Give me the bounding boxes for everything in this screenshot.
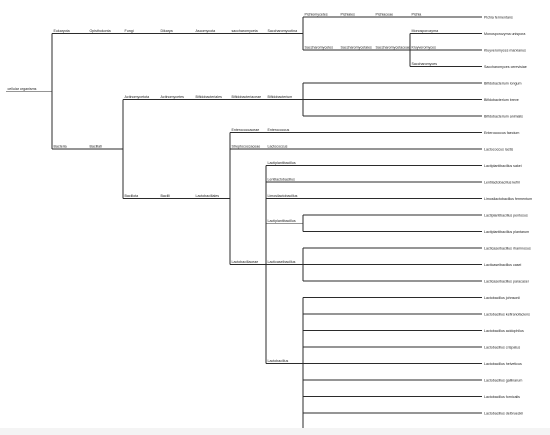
- leaf-label-lactiplantibacillus-sakei: Lactiplantibacillus sakei: [484, 164, 522, 168]
- node-label-saccharomyceta: saccharomyceta: [232, 29, 258, 33]
- leaf-label-saccharomyces-cerevisiae: Saccharomyces cerevisiae: [484, 65, 527, 69]
- leaf-label-lactobacillus-fornicalis: Lactobacillus fornicalis: [484, 395, 520, 399]
- leaf-label-lacticaseibacillus-casei: Lacticaseibacillus casei: [484, 263, 522, 267]
- node-label-limosilactobacillus: Limosilactobacillus: [268, 194, 298, 198]
- node-label-bacteria: Bacteria: [54, 145, 67, 149]
- node-label-lactococcus: Lactococcus: [268, 145, 288, 149]
- node-label-lacticaseibacillus: Lacticaseibacillus: [268, 260, 296, 264]
- node-label-lentilactobacillus: Lentilactobacillus: [268, 178, 296, 182]
- node-label-saccharomycetaceae: Saccharomycetaceae: [376, 46, 411, 50]
- node-label-monosporozyma: Monosporozyma: [412, 29, 439, 33]
- leaf-label-lactobacillus-crispatus: Lactobacillus crispatus: [484, 345, 520, 349]
- footer-bar: [0, 428, 550, 435]
- leaf-label-bifidobacterium-breve: Bifidobacterium breve: [484, 98, 519, 102]
- node-label-bacillota: Bacillota: [125, 194, 139, 198]
- node-label-pichia: Pichia: [412, 13, 422, 17]
- node-label-lactobacillales: Lactobacillales: [196, 194, 220, 198]
- node-label-lactobacillaceae: Lactobacillaceae: [232, 260, 259, 264]
- node-label-enterococcus: Enterococcus: [268, 128, 290, 132]
- node-label-pichiales: Pichiales: [341, 13, 356, 17]
- node-label-saccharomycetales: Saccharomycetales: [341, 46, 373, 50]
- leaf-label-lactiplantibacillus-plantarum: Lactiplantibacillus plantarum: [484, 230, 529, 234]
- node-label-bacillati: Bacillati: [90, 145, 103, 149]
- node-label-lactiplantibacillus: Lactiplantibacillus: [268, 219, 296, 223]
- leaf-label-lacticaseibacillus-rhamnosus: Lacticaseibacillus rhamnosus: [484, 246, 531, 250]
- leaf-label-bifidobacterium-animalis: Bifidobacterium animalis: [484, 114, 523, 118]
- leaf-label-bifidobacterium-longum: Bifidobacterium longum: [484, 81, 522, 85]
- node-label-lactiplantibacillus: Lactiplantibacillus: [268, 161, 296, 165]
- leaf-label-lactobacillus-gallinarum: Lactobacillus gallinarum: [484, 378, 522, 382]
- node-label-eukaryota: Eukaryota: [54, 29, 70, 33]
- node-label-streptococcaceae: Streptococcaceae: [232, 145, 261, 149]
- node-label-bifidobacteriaceae: Bifidobacteriaceae: [232, 95, 262, 99]
- node-label-enterococcaceae: Enterococcaceae: [232, 128, 260, 132]
- node-label-actinomycetes: Actinomycetes: [161, 95, 185, 99]
- leaf-label-lentilactobacillus-kefiri: Lentilactobacillus kefiri: [484, 180, 520, 184]
- node-label-bifidobacteriales: Bifidobacteriales: [196, 95, 223, 99]
- leaf-label-enterococcus-faecium: Enterococcus faecium: [484, 131, 519, 135]
- leaf-label-lactococcus-lactis: Lactococcus lactis: [484, 147, 513, 151]
- node-label-bacilli: Bacilli: [161, 194, 171, 198]
- leaf-label-limosilactobacillus-fermentum: Limosilactobacillus fermentum: [484, 197, 532, 201]
- node-label-pichiaceae: Pichiaceae: [376, 13, 394, 17]
- node-label-bifidobacterium: Bifidobacterium: [268, 95, 293, 99]
- node-label-saccharomycotina: Saccharomycotina: [268, 29, 298, 33]
- leaf-label-lactobacillus-delbrueckii: Lactobacillus delbrueckii: [484, 411, 523, 415]
- leaf-label-monosporozyma-unispora: Monosporozyma unispora: [484, 32, 525, 36]
- node-label-saccharomyces: Saccharomyces: [412, 62, 438, 66]
- node-label-actinomycetota: Actinomycetota: [125, 95, 150, 99]
- leaf-label-lactobacillus-helveticus: Lactobacillus helveticus: [484, 362, 522, 366]
- node-label-cellular-organisms: cellular organisms: [8, 87, 37, 91]
- leaf-label-kluyveromyces-marxianus: Kluyveromyces marxianus: [484, 48, 526, 52]
- node-label-opisthokonta: Opisthokonta: [90, 29, 111, 33]
- leaf-label-pichia-fermentans: Pichia fermentans: [484, 15, 513, 19]
- node-label-lactobacillus: Lactobacillus: [268, 359, 289, 363]
- node-label-pichiomycetes: Pichiomycetes: [305, 13, 328, 17]
- node-label-ascomycota: Ascomycota: [196, 29, 216, 33]
- leaf-label-lactobacillus-acidophilus: Lactobacillus acidophilus: [484, 329, 524, 333]
- node-label-fungi: Fungi: [125, 29, 134, 33]
- node-label-dikarya: Dikarya: [161, 29, 173, 33]
- leaf-label-lactobacillus-johnsonii: Lactobacillus johnsonii: [484, 296, 520, 300]
- node-label-saccharomycetes: Saccharomycetes: [305, 46, 334, 50]
- leaf-label-lactiplantibacillus-pentosus: Lactiplantibacillus pentosus: [484, 213, 528, 217]
- leaf-label-lactobacillus-kefiranofaciens: Lactobacillus kefiranofaciens: [484, 312, 530, 316]
- leaf-label-lacticaseibacillus-paracasei: Lacticaseibacillus paracasei: [484, 279, 529, 283]
- node-label-kluyveromyces: Kluyveromyces: [412, 46, 437, 50]
